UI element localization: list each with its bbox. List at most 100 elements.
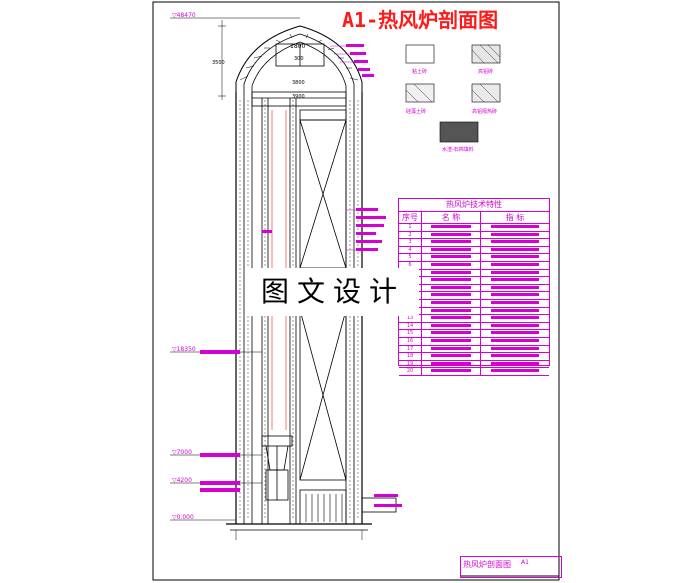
table-row: 8 bbox=[399, 277, 549, 285]
redacted-text bbox=[430, 240, 472, 244]
table-cell bbox=[422, 254, 481, 261]
redacted-text bbox=[491, 308, 539, 312]
elevation-label: ▽7000 bbox=[172, 449, 192, 456]
dome-label: 3900 bbox=[292, 94, 305, 100]
table-row: 17 bbox=[399, 345, 549, 354]
table-cell: 3 bbox=[399, 239, 422, 246]
table-cell bbox=[481, 361, 549, 368]
table-cell bbox=[481, 292, 549, 299]
table-cell bbox=[481, 300, 549, 307]
redacted-text bbox=[491, 262, 539, 266]
redacted-text bbox=[491, 354, 539, 358]
header-cell: 名 称 bbox=[422, 212, 481, 223]
table-row: 11 bbox=[399, 299, 549, 308]
redacted-text bbox=[491, 331, 539, 335]
table-row: 7 bbox=[399, 269, 549, 278]
table-cell bbox=[422, 337, 481, 345]
table-cell bbox=[422, 360, 481, 368]
table-row: 9 bbox=[399, 284, 549, 293]
redacted-text bbox=[430, 338, 472, 342]
table-cell bbox=[481, 277, 549, 284]
table-cell bbox=[481, 224, 549, 231]
redacted-text bbox=[491, 361, 539, 365]
redacted-text bbox=[491, 278, 539, 282]
dome-label: 3500 bbox=[212, 60, 225, 66]
table-cell: 17 bbox=[399, 345, 422, 353]
elevation-label: ▽0.000 bbox=[172, 514, 194, 521]
table-cell: 1 bbox=[399, 224, 422, 231]
watermark: 图文设计 bbox=[247, 268, 419, 316]
legend-label: 粘土砖 bbox=[412, 69, 428, 75]
table-cell bbox=[422, 353, 481, 360]
drawing-frame bbox=[152, 1, 560, 581]
table-cell bbox=[422, 368, 481, 375]
redacted-text bbox=[430, 331, 472, 335]
table-cell: 6 bbox=[399, 261, 422, 269]
table-cell bbox=[481, 353, 549, 360]
table-row: 10 bbox=[399, 292, 549, 300]
redacted-text bbox=[430, 346, 472, 350]
table-cell: 13 bbox=[399, 315, 422, 322]
spec-table-body: 1234567891011121314151617181920 bbox=[399, 224, 549, 376]
legend-swatches bbox=[405, 44, 501, 143]
redacted-text bbox=[491, 255, 539, 259]
elevation-label: ▽18350 bbox=[172, 346, 196, 353]
redacted-text bbox=[430, 369, 472, 373]
table-cell bbox=[422, 292, 481, 299]
redacted-text bbox=[430, 323, 472, 327]
table-cell bbox=[422, 345, 481, 353]
table-cell bbox=[422, 269, 481, 277]
legend-label: 水渣-石棉填料 bbox=[442, 147, 474, 153]
table-row: 19 bbox=[399, 360, 549, 369]
redacted-text bbox=[430, 285, 472, 289]
table-row: 12 bbox=[399, 307, 549, 316]
table-cell: 4 bbox=[399, 246, 422, 254]
redacted-text bbox=[491, 270, 539, 274]
redacted-text bbox=[430, 293, 472, 297]
redacted-text bbox=[430, 316, 472, 320]
table-cell: 15 bbox=[399, 330, 422, 337]
table-cell bbox=[481, 270, 549, 277]
table-cell: 14 bbox=[399, 322, 422, 330]
dome-label: 300 bbox=[294, 56, 304, 62]
redacted-text bbox=[491, 285, 539, 289]
table-cell bbox=[422, 224, 481, 231]
table-row: 2 bbox=[399, 231, 549, 240]
table-cell bbox=[422, 322, 481, 330]
table-row: 18 bbox=[399, 353, 549, 361]
table-row: 16 bbox=[399, 337, 549, 346]
redacted-text bbox=[491, 225, 539, 228]
elevation-label: ▽4200 bbox=[172, 477, 192, 484]
redacted-text bbox=[491, 369, 539, 373]
table-cell: 16 bbox=[399, 337, 422, 345]
table-cell bbox=[422, 299, 481, 307]
table-cell bbox=[481, 262, 549, 269]
spec-table-caption: 热风炉技术特性 bbox=[399, 199, 549, 212]
table-cell bbox=[422, 239, 481, 246]
redacted-text bbox=[491, 293, 539, 297]
redacted-text bbox=[430, 255, 472, 259]
header-cell: 序号 bbox=[399, 212, 422, 223]
redacted-text bbox=[491, 323, 539, 327]
header-cell: 指 标 bbox=[505, 213, 525, 222]
table-cell: 5 bbox=[399, 254, 422, 261]
redacted-text bbox=[491, 240, 539, 244]
redacted-text bbox=[430, 361, 472, 365]
redacted-text bbox=[491, 300, 539, 304]
redacted-text bbox=[491, 346, 539, 350]
legend-label: 高铝隔热砖 bbox=[472, 109, 498, 115]
table-row: 14 bbox=[399, 322, 549, 331]
table-cell bbox=[481, 254, 549, 261]
redacted-text bbox=[491, 247, 539, 251]
redacted-text bbox=[430, 354, 472, 358]
redacted-text bbox=[430, 278, 472, 282]
table-cell bbox=[481, 338, 549, 345]
table-cell bbox=[422, 246, 481, 254]
dome-label: 3800 bbox=[292, 80, 305, 86]
table-cell bbox=[481, 323, 549, 330]
table-cell bbox=[481, 315, 549, 322]
table-cell bbox=[422, 284, 481, 292]
redacted-text bbox=[430, 308, 472, 312]
table-cell bbox=[422, 231, 481, 239]
table-cell bbox=[422, 277, 481, 284]
